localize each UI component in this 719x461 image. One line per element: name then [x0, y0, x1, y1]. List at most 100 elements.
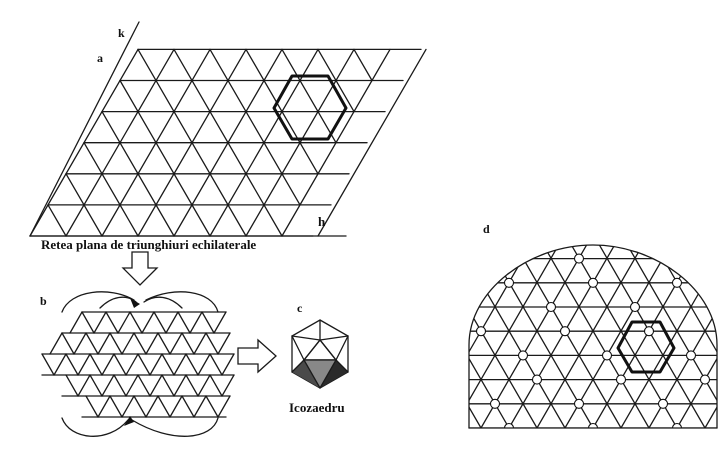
net-edge — [41, 353, 55, 376]
net-edge — [217, 332, 231, 355]
net-edge — [121, 395, 135, 418]
dome-joint-circle — [421, 424, 430, 433]
net-edge — [157, 332, 171, 355]
fold-arrow-top-left — [61, 291, 135, 313]
net-edge — [133, 395, 147, 418]
net-edge — [149, 374, 163, 397]
down-arrow — [121, 251, 159, 286]
net-edge — [69, 311, 83, 334]
dome-diagonal-line — [313, 210, 439, 428]
net-edge — [185, 374, 199, 397]
net-edge — [209, 353, 223, 376]
dome-diagonal-line — [592, 245, 717, 428]
dome-diagonal-line — [620, 245, 717, 428]
net-edge — [109, 395, 123, 418]
fold-arrowhead-bottom — [124, 416, 134, 426]
dome-anti-diagonal-line — [662, 245, 717, 428]
net-edge — [165, 311, 179, 334]
dome-joint-circle — [701, 230, 710, 239]
dome-joint-circle — [587, 422, 599, 428]
dome-joint-circle — [421, 278, 430, 287]
net-edge — [105, 311, 119, 334]
dome-anti-diagonal-line — [299, 210, 425, 428]
dome-joint-circle — [657, 398, 669, 409]
net-edge — [97, 395, 111, 418]
dome-anti-diagonal-line — [606, 245, 717, 428]
icosahedron-shade-bottom — [304, 360, 336, 388]
dome-anti-diagonal-line — [243, 210, 369, 428]
fold-arrow-top-right — [145, 291, 219, 313]
net-edge — [81, 311, 95, 334]
net-edge — [65, 374, 79, 397]
dome-joint-circle — [629, 301, 641, 313]
net-edge — [201, 311, 215, 334]
fold-arrowhead-top — [130, 298, 140, 308]
net-edge — [137, 374, 151, 397]
net-edge — [141, 311, 155, 334]
panel-c-icosahedron — [291, 319, 349, 389]
caption-icosahedron: Icozaedru — [289, 400, 345, 415]
dome-diagonal-line — [508, 245, 636, 428]
net-edge — [137, 353, 151, 376]
net-edge — [181, 395, 195, 418]
net-edge — [97, 332, 111, 355]
net-edge — [133, 332, 147, 355]
dome-diagonal-line — [469, 245, 552, 428]
dome-anti-diagonal-line — [522, 245, 650, 428]
panel-b-fold-arrows — [61, 291, 219, 437]
net-edge — [125, 374, 139, 397]
net-edge — [89, 353, 103, 376]
dome-diagonal-line — [285, 210, 411, 428]
net-edge — [77, 353, 91, 376]
net-edge — [101, 353, 115, 376]
net-edge — [217, 395, 231, 418]
dome-anti-diagonal-line — [469, 245, 566, 428]
net-edge — [85, 332, 99, 355]
dome-anti-diagonal-line — [327, 210, 453, 428]
dome-diagonal-line — [564, 245, 692, 428]
dome-joint-circle — [685, 350, 697, 361]
dome-joint-circle — [489, 253, 501, 264]
lattice-anti-diagonal-line — [173, 48, 283, 237]
dome-diagonal-line — [469, 245, 580, 428]
dome-anti-diagonal-line — [469, 245, 594, 428]
net-edge — [209, 374, 223, 397]
lattice-anti-diagonal-line — [245, 48, 319, 175]
dome-joint-circle — [559, 326, 571, 337]
lattice-anti-diagonal-line — [209, 48, 301, 206]
dome-joint-circle — [545, 301, 557, 313]
icosahedron-edges — [291, 319, 349, 389]
panel-a-triangular-lattice — [29, 48, 427, 237]
net-edge — [149, 353, 163, 376]
net-edge — [101, 374, 115, 397]
dome-joint-circle — [517, 350, 529, 361]
net-edge — [161, 374, 175, 397]
dome-joint-circle — [475, 326, 487, 337]
lattice-anti-diagonal-line — [317, 48, 355, 113]
dome-anti-diagonal-line — [634, 245, 717, 428]
dome-joint-circle — [533, 230, 542, 239]
lattice-anti-diagonal-line — [281, 48, 337, 144]
dome-joint-circle — [699, 374, 711, 385]
net-edge — [77, 374, 91, 397]
dome-joint-circle — [671, 277, 683, 288]
net-edge — [85, 395, 99, 418]
net-edge — [93, 311, 107, 334]
dome-diagonal-line — [536, 245, 664, 428]
net-edge — [129, 311, 143, 334]
dome-joint-circle — [587, 277, 599, 288]
net-edge — [125, 353, 139, 376]
dome-joint-circle — [531, 374, 543, 385]
caption-plane-net: Retea plana de triunghiuri echilaterale — [41, 237, 256, 252]
net-edge — [197, 353, 211, 376]
net-edge — [197, 374, 211, 397]
dome-joint-circle — [503, 277, 515, 288]
lattice-anti-diagonal-line — [353, 48, 373, 82]
label-a: a — [97, 51, 103, 65]
icosahedron-front-face — [302, 338, 338, 361]
icosahedron-shade-left — [292, 360, 320, 388]
dome-joint-circle — [713, 301, 717, 313]
dome-anti-diagonal-line — [578, 245, 706, 428]
dome-outline — [468, 244, 718, 429]
